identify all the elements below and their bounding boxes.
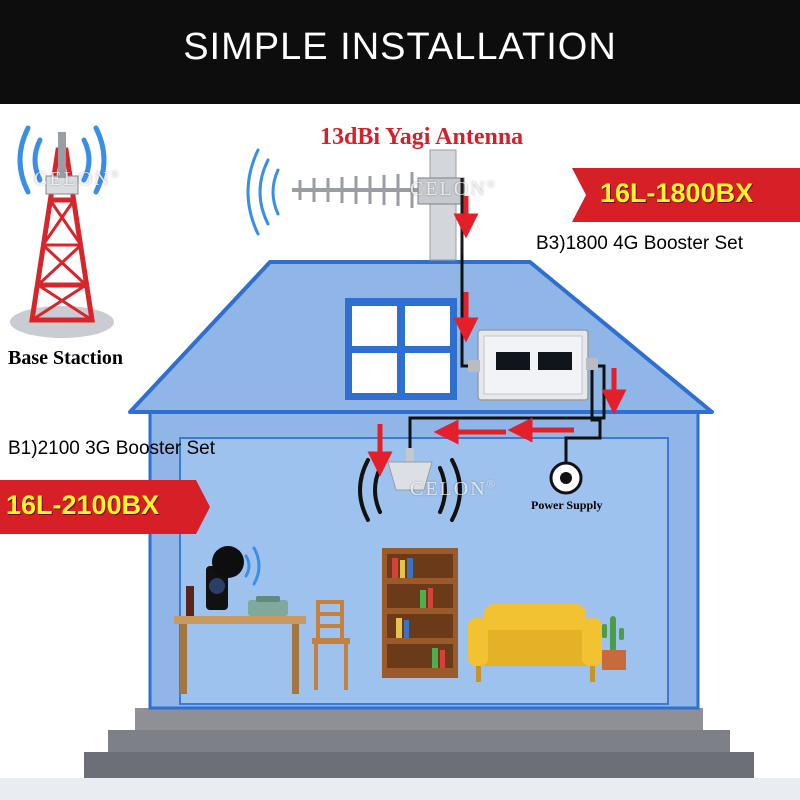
title-banner: SIMPLE INSTALLATION [0,0,800,104]
watermark-ceiling: CELON® [410,478,497,501]
house-foundation [0,708,800,800]
power-supply-label: Power Supply [531,498,603,512]
phone-user [206,546,244,610]
watermark-mark: ® [110,168,122,181]
booster-unit [468,329,598,401]
model-tag-left: 16L-2100BX [0,480,210,534]
yagi-antenna-title: 13dBi Yagi Antenna [320,124,524,150]
base-station-label: Base Staction [8,347,123,369]
chair [312,600,350,690]
outdoor-set-label: B3)1800 4G Booster Set [536,233,744,254]
watermark-antenna: CELON® [410,178,497,201]
watermark-mark: ® [486,478,498,491]
signal-flow-arrows [367,196,627,477]
phone-signal-icon [244,546,261,586]
model-tag-right-text: 16L-1800BX [600,178,754,208]
desk [174,586,306,694]
ceiling-signal-icon [358,458,462,522]
watermark-text: CELON [34,168,111,190]
base-station-tower [10,132,114,338]
antenna-signal-icon [246,148,280,236]
model-tag-left-text: 16L-2100BX [6,490,160,520]
bookshelf [382,548,458,678]
model-tag-left-shape [0,480,210,534]
power-plug-icon [549,461,583,495]
model-tag-right-shape [572,168,800,222]
tower-signal-icon [17,125,107,195]
yagi-antenna [292,149,465,261]
sofa [468,604,602,682]
watermark-tower: CELON® [34,168,121,191]
watermark-text: CELON [410,178,487,200]
watermark-text: CELON [410,478,487,500]
ceiling-antenna [387,448,433,491]
indoor-set-label: B1)2100 3G Booster Set [8,438,216,459]
watermark-mark: ® [486,178,498,191]
model-tag-right: 16L-1800BX [572,168,800,222]
cactus-plant [602,616,626,670]
banner-title: SIMPLE INSTALLATION [183,26,617,68]
